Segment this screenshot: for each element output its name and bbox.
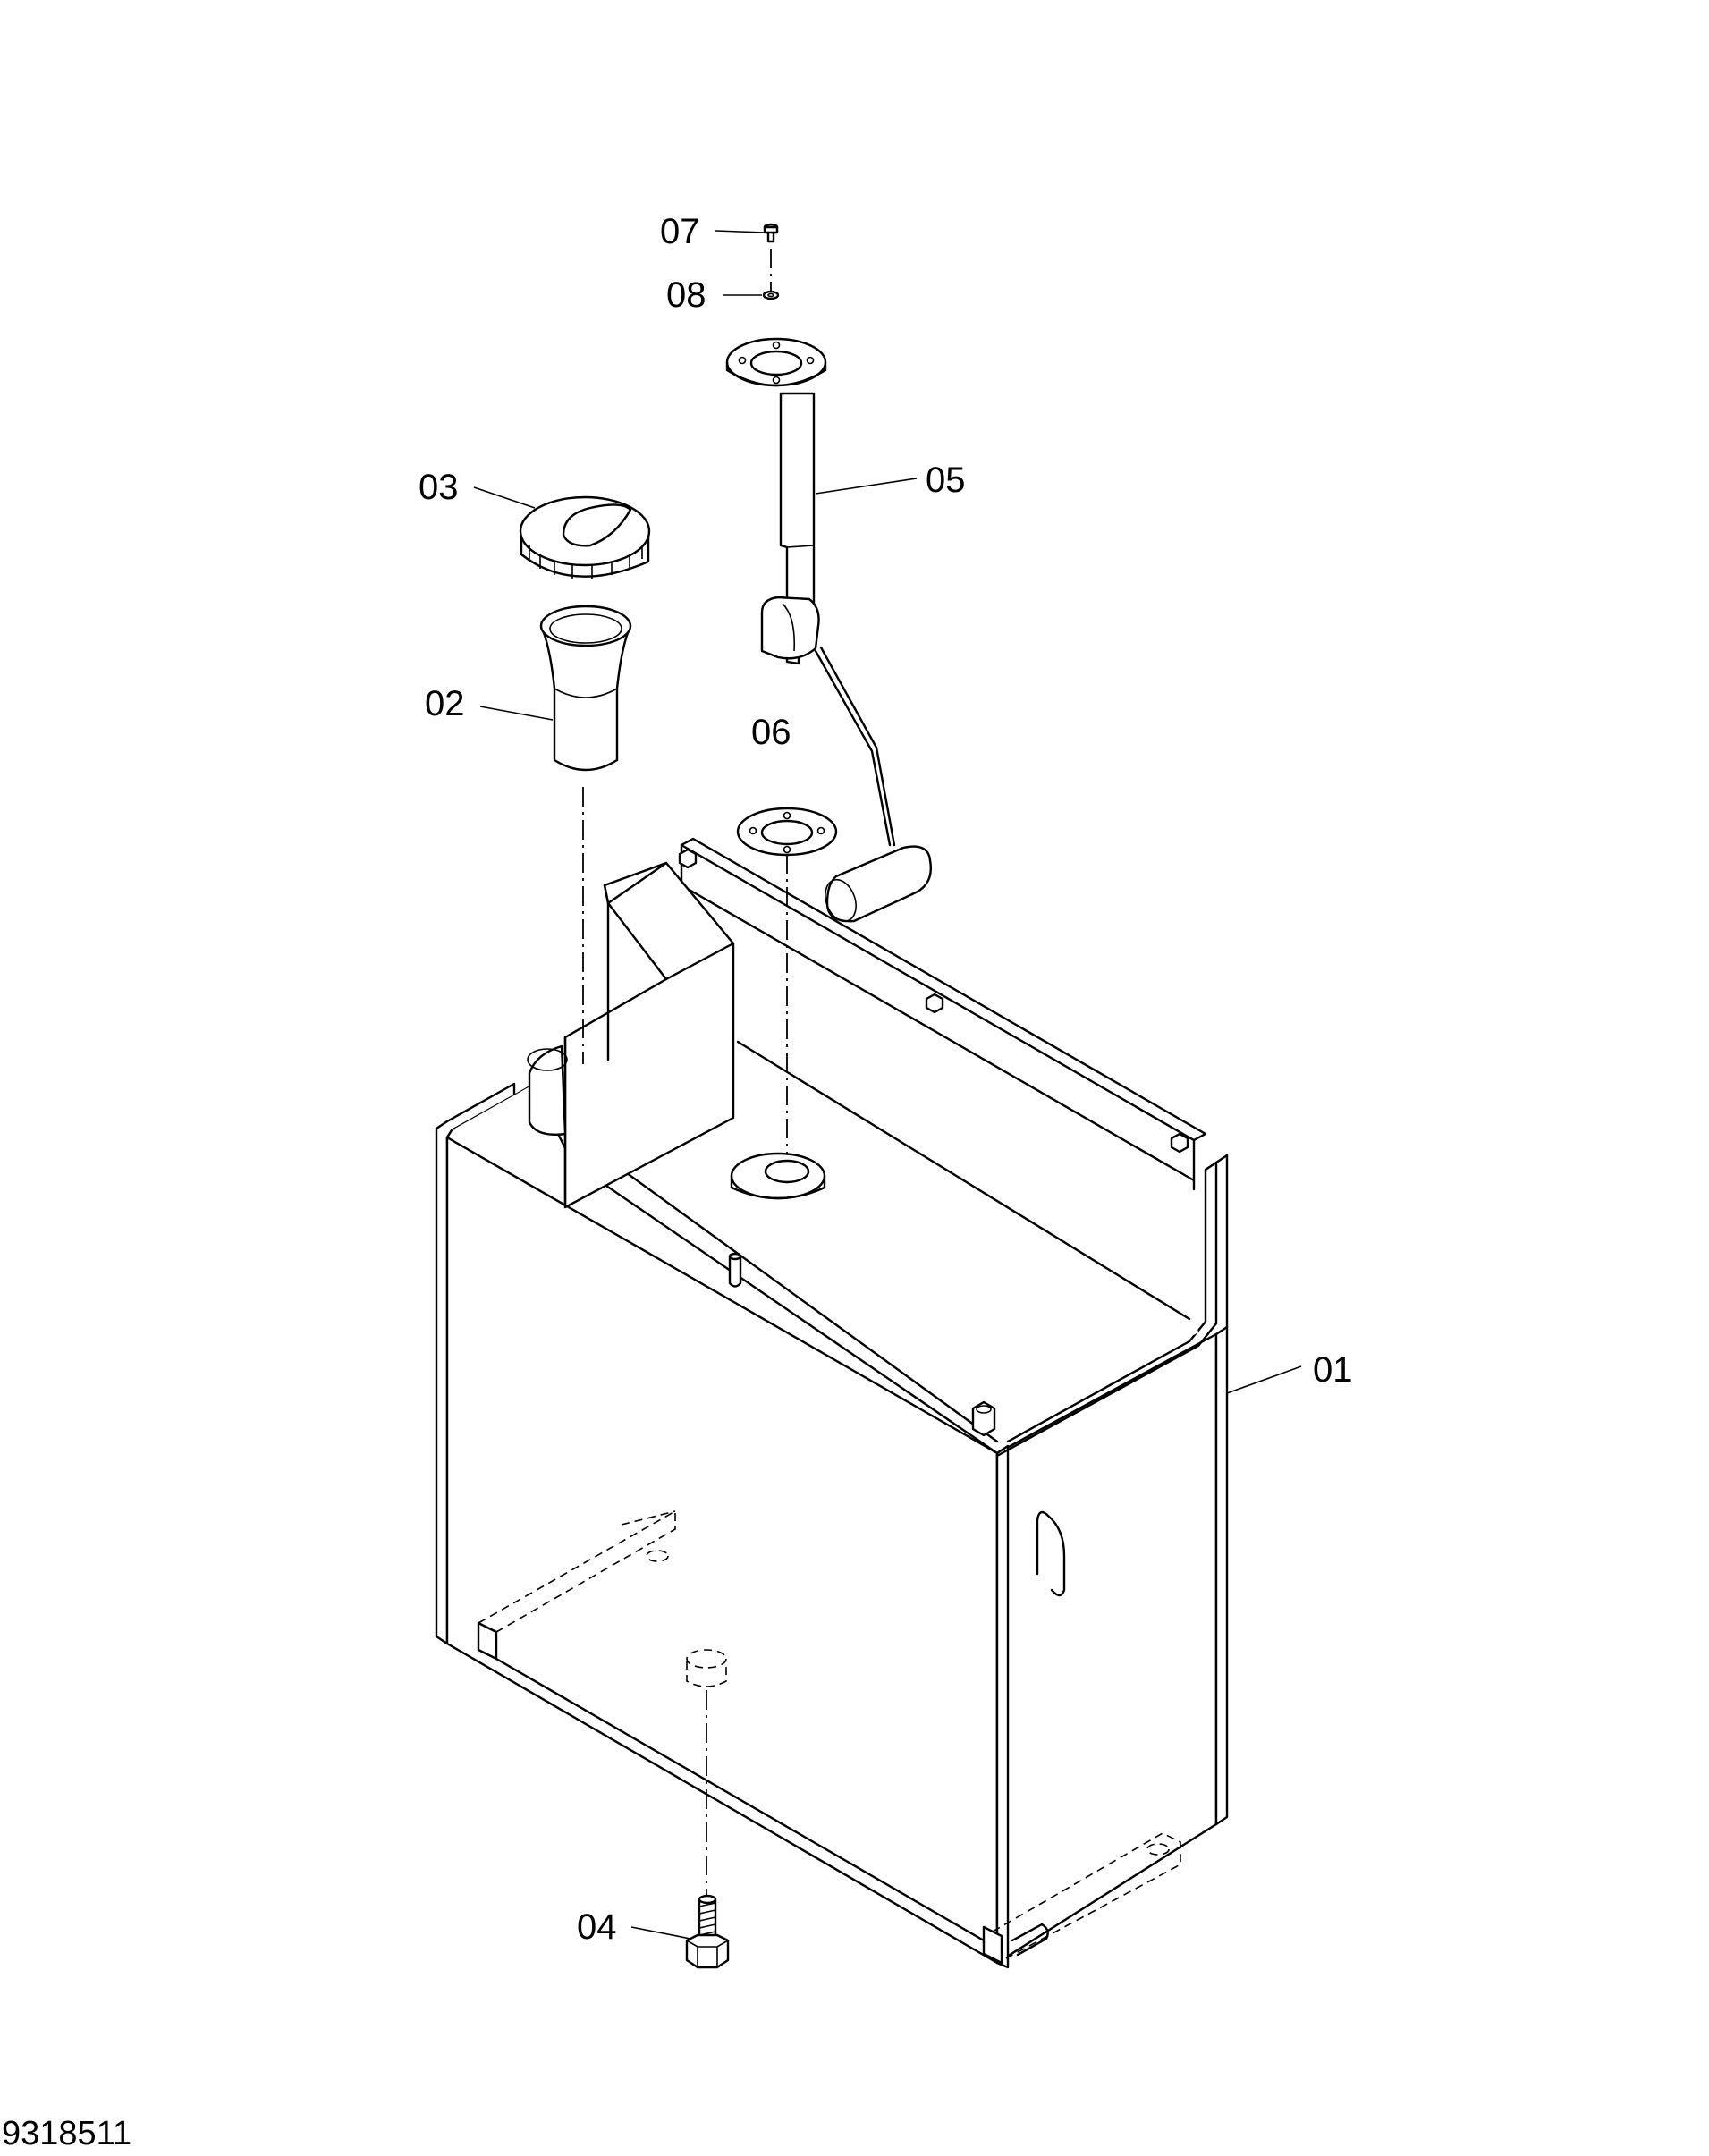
callout-05: 05 (926, 461, 966, 500)
screw (763, 223, 779, 243)
callout-07: 07 (660, 212, 700, 251)
callout-08: 08 (666, 275, 706, 315)
gasket (736, 807, 838, 857)
document-number: 9318511 (2, 2115, 131, 2152)
tank-body (435, 837, 1229, 1969)
drain-plug (685, 1894, 730, 1969)
callout-03: 03 (419, 468, 459, 507)
callout-06: 06 (751, 713, 791, 752)
callout-01: 01 (1313, 1350, 1353, 1390)
washer (762, 290, 780, 300)
callout-02: 02 (425, 684, 465, 723)
fuel-level-sender (725, 337, 932, 923)
filler-cap (519, 495, 651, 579)
callout-04: 04 (577, 1907, 617, 1947)
filler-neck (539, 605, 632, 772)
leader-lines (473, 230, 1302, 1940)
